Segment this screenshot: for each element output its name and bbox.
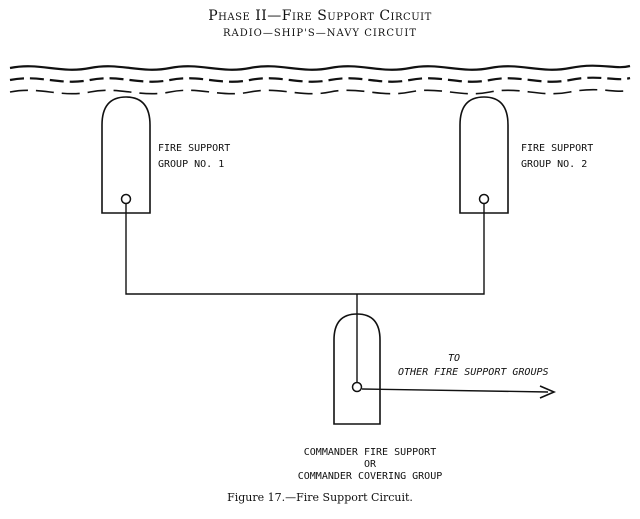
arrow-label-line1: TO	[448, 353, 460, 364]
group2-label-line1: FIRE SUPPORT	[521, 143, 593, 154]
commander-label-line2: OR	[364, 459, 377, 470]
diagram-subtitle: RADIO—SHIP'S—NAVY CIRCUIT	[222, 28, 418, 39]
commander-label-line1: COMMANDER FIRE SUPPORT	[304, 447, 436, 458]
radio-node-2	[478, 193, 490, 205]
radio-node-commander	[351, 381, 363, 393]
figure-caption: Figure 17.—Fire Support Circuit.	[227, 491, 413, 504]
diagram-title: Phase II—Fire Support Circuit	[208, 8, 432, 24]
radio-circuit-lines	[125, 204, 557, 399]
ship-group-2: FIRE SUPPORT GROUP NO. 2	[459, 96, 593, 214]
commander-label-line3: COMMANDER COVERING GROUP	[298, 471, 443, 482]
group2-label-line2: GROUP NO. 2	[521, 159, 587, 170]
group1-label-line1: FIRE SUPPORT	[158, 143, 230, 154]
group1-label-line2: GROUP NO. 1	[158, 159, 224, 170]
arrow-label-line2: OTHER FIRE SUPPORT GROUPS	[398, 367, 549, 378]
radio-node-1	[120, 193, 132, 205]
shoreline-waves	[9, 64, 631, 95]
ship-group-1: FIRE SUPPORT GROUP NO. 1	[101, 96, 230, 214]
